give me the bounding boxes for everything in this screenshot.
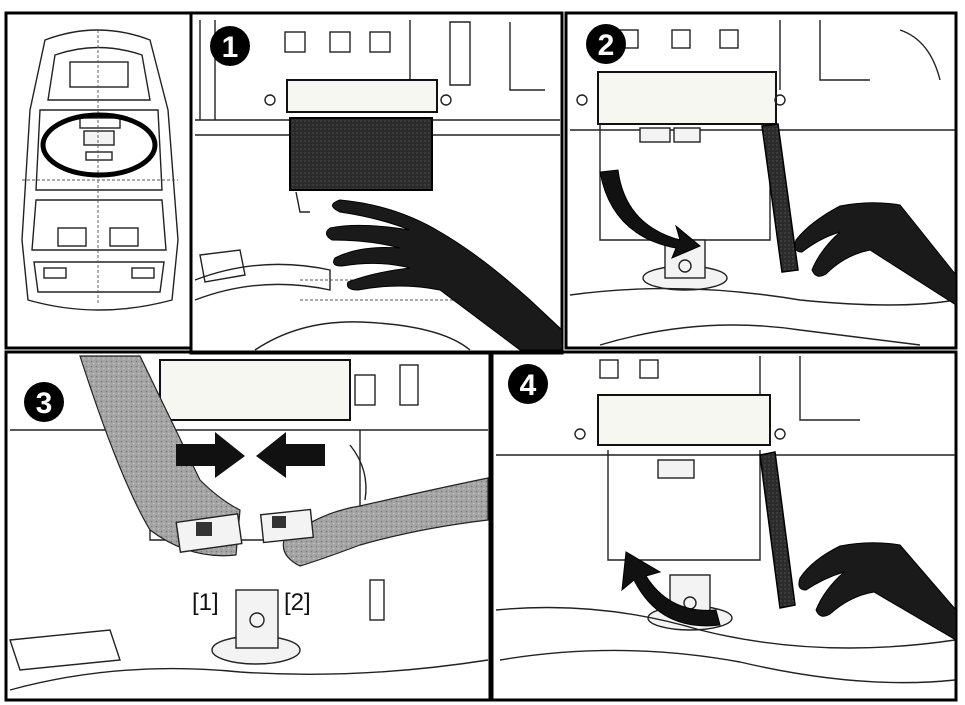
step-badge-4: 4 bbox=[508, 364, 548, 404]
hand-icon bbox=[799, 543, 956, 640]
bracket-assembly bbox=[10, 360, 488, 620]
svg-text:1: 1 bbox=[222, 31, 239, 64]
cabin-air-filter bbox=[290, 118, 432, 190]
panel-step-2 bbox=[566, 13, 956, 348]
step-badge-2: 2 bbox=[586, 24, 626, 64]
hand-icon bbox=[326, 200, 562, 350]
panel-step-3: [1] [2] bbox=[6, 352, 490, 700]
car-top-view bbox=[22, 30, 178, 310]
step-badge-3: 3 bbox=[24, 382, 64, 422]
svg-text:2: 2 bbox=[598, 29, 615, 62]
connector-label-2: [2] bbox=[284, 589, 311, 616]
panel-car-overview bbox=[6, 13, 191, 348]
curved-arrow-icon bbox=[600, 170, 700, 258]
panel-step-4 bbox=[492, 352, 956, 700]
connector-label-1: [1] bbox=[192, 589, 219, 616]
svg-text:4: 4 bbox=[520, 369, 537, 402]
panel-step-1 bbox=[191, 13, 562, 353]
step-badge-1: 1 bbox=[210, 26, 250, 66]
filter-panel-lid bbox=[760, 452, 795, 608]
push-arrow-icon bbox=[256, 432, 325, 478]
filter-panel-lid bbox=[762, 124, 798, 272]
svg-text:3: 3 bbox=[36, 387, 53, 420]
arm-right bbox=[283, 478, 488, 566]
bracket-assembly bbox=[496, 356, 955, 560]
hand-icon bbox=[795, 203, 956, 305]
